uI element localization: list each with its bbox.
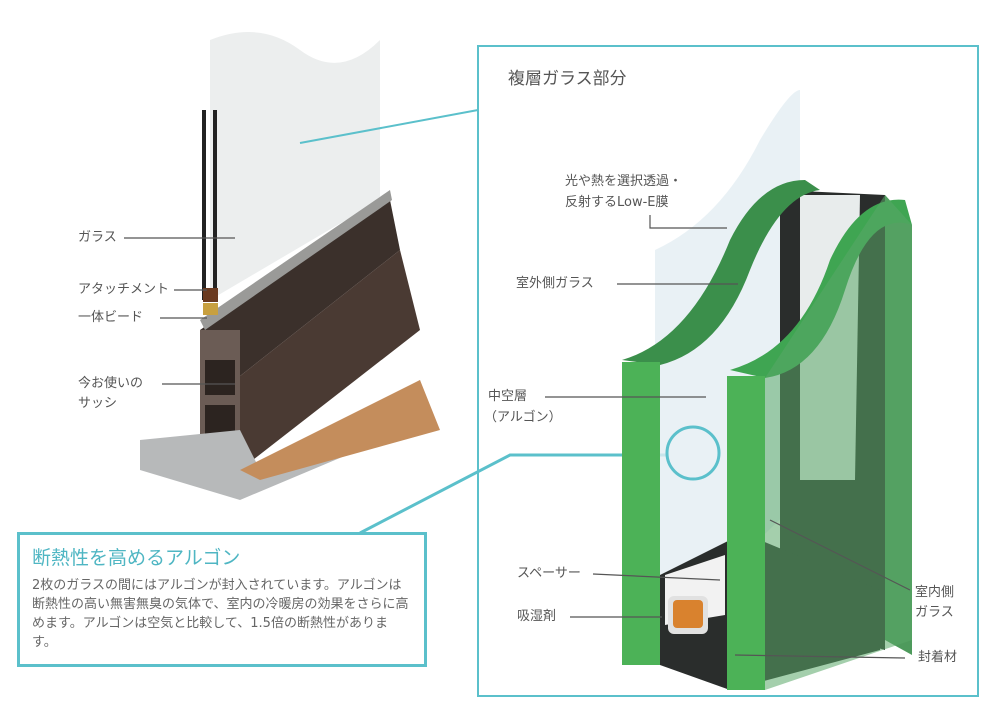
window-sash-illustration [140, 32, 440, 500]
callout-title: 断熱性を高めるアルゴン [32, 547, 241, 569]
label-attachment: アタッチメント [78, 282, 170, 297]
label-sash-2: サッシ [78, 396, 118, 411]
label-hollow-1: 中空層 [488, 389, 528, 404]
label-spacer: スペーサー [517, 566, 581, 581]
label-inner-glass-1: 室内側 [915, 585, 955, 600]
label-lowe-2: 反射するLow-E膜 [565, 195, 669, 210]
label-hollow-2: （アルゴン） [484, 410, 562, 425]
leader-lines [124, 215, 911, 659]
label-glass: ガラス [78, 230, 117, 245]
label-outer-glass: 室外側ガラス [516, 276, 594, 291]
label-sash-1: 今お使いの [78, 376, 144, 391]
double-glazing-panel [477, 45, 979, 697]
callout-body: 2枚のガラスの間にはアルゴンが封入されています。アルゴンは断熱性の高い無害無臭の… [32, 578, 409, 650]
argon-callout: 断熱性を高めるアルゴン 2枚のガラスの間にはアルゴンが封入されています。アルゴン… [17, 532, 427, 667]
label-desiccant: 吸湿剤 [517, 609, 557, 624]
double-glass-unit [622, 90, 912, 690]
panel-title: 複層ガラス部分 [508, 69, 627, 89]
label-bead: 一体ビード [78, 310, 144, 325]
label-lowe-1: 光や熱を選択透過・ [565, 174, 683, 189]
label-inner-glass-2: ガラス [915, 605, 954, 620]
label-sealant: 封着材 [918, 650, 958, 665]
